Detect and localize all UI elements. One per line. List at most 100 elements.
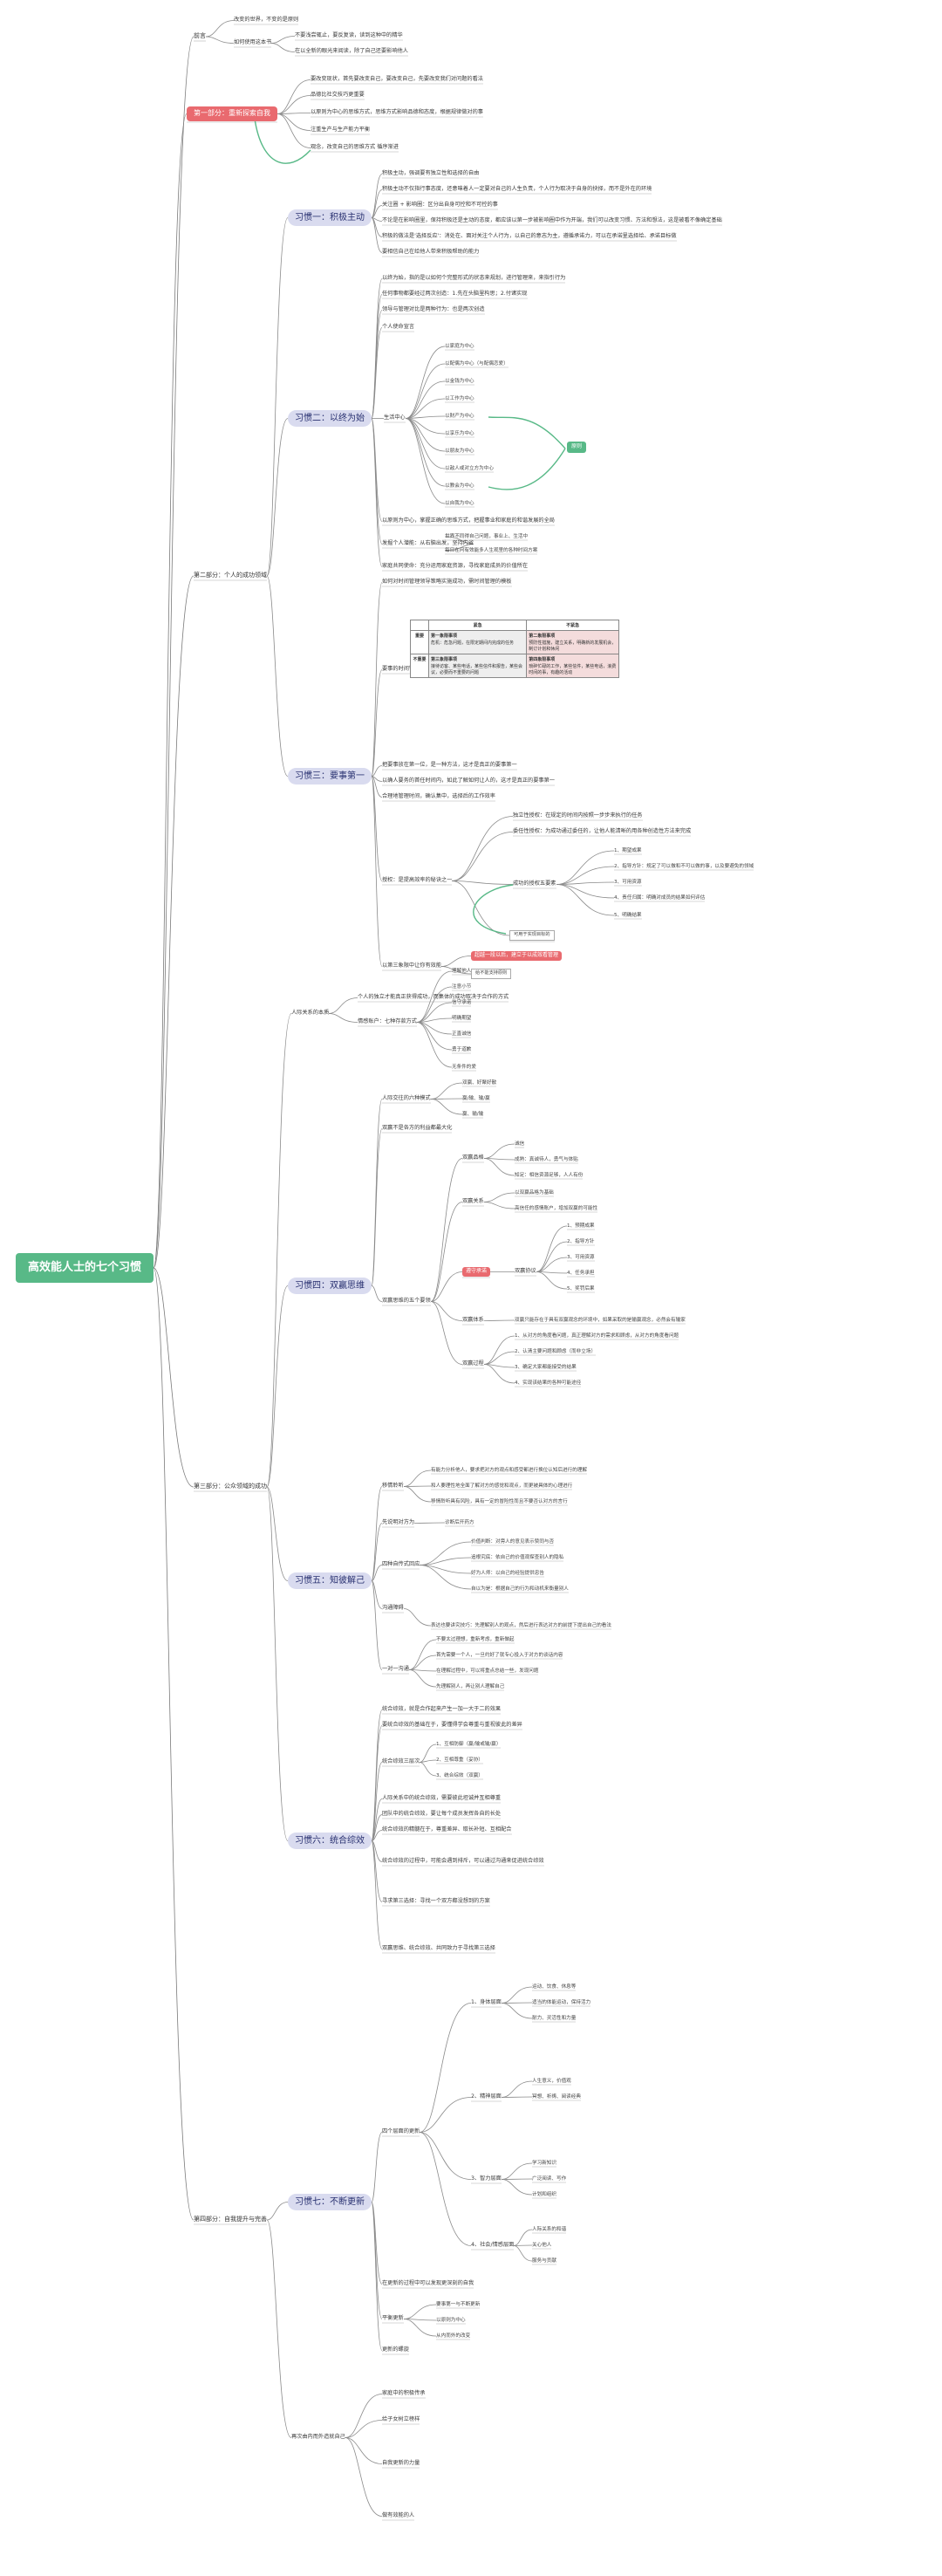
h1-item-0[interactable]: 积极主动，强调要有独立性和选择的自由 bbox=[382, 170, 480, 176]
h6-more-0[interactable]: 人际关系中的统合综效，需要彼此坦诚并互相尊重 bbox=[382, 1795, 502, 1801]
h7-social-0[interactable]: 人际关系的和谐 bbox=[532, 2227, 567, 2232]
h4-proc-0[interactable]: 1、从对方的角度看问题，真正理解对方的需求和顾虑，从对方的角度看问题 bbox=[515, 1333, 679, 1339]
deposit-3[interactable]: 明确期望 bbox=[452, 1016, 472, 1021]
h3-delegate-0[interactable]: 独立性授权：在规定的时间内按照一步步来执行的任务 bbox=[513, 812, 643, 819]
h2-more-sub-1[interactable]: 每日在问有效能多人生观里的各种时间方案 bbox=[445, 548, 538, 553]
h2-principle-tag[interactable]: 原则 bbox=[567, 442, 587, 453]
h7-misc-1[interactable]: 平衡更新 bbox=[382, 2315, 404, 2321]
h3-step-4[interactable]: 5、明确结果 bbox=[614, 913, 642, 918]
h3-step-0[interactable]: 1、期望成果 bbox=[614, 848, 642, 853]
h3-delegate-tag[interactable]: 成功的授权五要素 bbox=[513, 880, 556, 887]
h2-center-label[interactable]: 生活中心 bbox=[384, 414, 406, 421]
h2-more-0[interactable]: 以原则为中心，掌握正确的思维方式，把握事业和家庭的和谐发展的全局 bbox=[382, 517, 555, 524]
h5-two-label[interactable]: 一对一沟通 bbox=[382, 1666, 409, 1672]
h4-char-2[interactable]: 知足：相信资源足够，人人有份 bbox=[515, 1173, 584, 1178]
h5-two-2[interactable]: 在理解过程中，可以将重点总结一些，发现问题 bbox=[436, 1668, 539, 1674]
h5-item-0[interactable]: 沟通障碍 bbox=[382, 1605, 404, 1611]
h2-center-6[interactable]: 以朋友为中心 bbox=[445, 449, 474, 454]
h7-dims-label[interactable]: 四个层面的更新 bbox=[382, 2128, 420, 2134]
h3-delegate-1[interactable]: 委任性授权：为成功通过委任的，让他人能清晰的用各种创造性方法来完成 bbox=[513, 828, 692, 834]
habit1-label[interactable]: 习惯一：积极主动 bbox=[288, 209, 372, 226]
h2-item-2[interactable]: 领导与管理对比是两种行为：也是两次创造 bbox=[382, 306, 485, 312]
h1-item-5[interactable]: 要相信自己在给他人带来积极帮助的能力 bbox=[382, 249, 480, 255]
h5-rx-0[interactable]: 价值判断：对旁人的意见表示赞同与否 bbox=[471, 1539, 555, 1545]
h1-item-3[interactable]: 不论是在影响圈里，保持积极还是主动的态度，都应该以第一步被影响圈中作为开端，我们… bbox=[382, 217, 722, 223]
h2-item-1[interactable]: 任何事物都要经过两次创造：1.先在头脑里构思；2.付诸实现 bbox=[382, 291, 528, 297]
h4-five-label[interactable]: 双赢思维的五个要领 bbox=[382, 1298, 431, 1304]
h3-recall-box[interactable]: 可用于实现目标的 bbox=[509, 930, 555, 941]
intro-sub-0[interactable]: 不要浅尝辄止，要反复读，读到这种中的精华 bbox=[295, 32, 403, 38]
h6-more-3[interactable]: 统合综效的过程中，可能会遇到排斥，可以通过沟通来促进统合综效 bbox=[382, 1858, 544, 1864]
h5-item-2[interactable]: 诊断后开药方 bbox=[445, 1520, 474, 1525]
h5-empathy-2[interactable]: 移情聆听具有风险，具有一定的冒险性而且不要否认对方的言行 bbox=[431, 1499, 568, 1504]
habit7-label[interactable]: 习惯七：不断更新 bbox=[288, 2194, 372, 2210]
h7-body-2[interactable]: 耐力、灵活性和力量 bbox=[532, 2016, 577, 2021]
h5-item-1[interactable]: 先说明对方为 bbox=[382, 1519, 415, 1525]
h7-dim-2[interactable]: 3、智力层面 bbox=[471, 2175, 502, 2182]
h4-agree-2[interactable]: 3、可用资源 bbox=[567, 1255, 595, 1260]
h7-mind-0[interactable]: 学习新知识 bbox=[532, 2161, 556, 2166]
habit6-label[interactable]: 习惯六：统合综效 bbox=[288, 1833, 372, 1849]
h4-agree-label[interactable]: 双赢协议 bbox=[515, 1268, 536, 1274]
h4-five-0[interactable]: 双赢品格 bbox=[462, 1154, 484, 1161]
h7-last-0[interactable]: 要事第一与不断更新 bbox=[436, 2302, 481, 2307]
intro-item-1[interactable]: 如何使用这本书 bbox=[234, 39, 272, 45]
h6-more-2[interactable]: 统合综效的精髓在于，尊重差异、取长补短、互相配合 bbox=[382, 1826, 512, 1833]
h5-empathy-label[interactable]: 移情聆听 bbox=[382, 1483, 404, 1489]
h2-center-8[interactable]: 以教会为中心 bbox=[445, 483, 474, 489]
h5-rx-3[interactable]: 自以为是：根据自己的行为和动机来衡量别人 bbox=[471, 1586, 569, 1592]
h2-center-1[interactable]: 以配偶为中心（与配偶恋爱） bbox=[445, 361, 509, 367]
h7-social-1[interactable]: 关心他人 bbox=[532, 2243, 552, 2248]
h4-agree-4[interactable]: 5、奖罚后果 bbox=[567, 1286, 595, 1291]
h7-mind-1[interactable]: 广泛阅读、写作 bbox=[532, 2176, 567, 2182]
h7-last-2[interactable]: 从内而外的改变 bbox=[436, 2333, 471, 2339]
h2-center-4[interactable]: 以财产为中心 bbox=[445, 414, 474, 419]
h1-item-1[interactable]: 积极主动不仅指行事态度，还意味着人一定要对自己的人生负责，个人行为取决于自身的抉… bbox=[382, 186, 652, 192]
closing-2[interactable]: 自我更新的力量 bbox=[382, 2460, 420, 2466]
habit2-label[interactable]: 习惯二：以终为始 bbox=[288, 410, 372, 427]
h2-center-9[interactable]: 以自我为中心 bbox=[445, 501, 474, 506]
h6-item-4[interactable]: 2、互相尊重（妥协） bbox=[436, 1757, 483, 1763]
h3-step-1[interactable]: 2、指导方针：规定了可以做和不可以做的事，以及要避免的领域 bbox=[614, 864, 754, 869]
h4-pattern-2[interactable]: 赢、输/输 bbox=[462, 1112, 484, 1117]
h6-item-5[interactable]: 3、统合综效（双赢） bbox=[436, 1773, 483, 1778]
h6-more-5[interactable]: 双赢思维、统合综效、共同致力于寻找第三选择 bbox=[382, 1945, 495, 1951]
h2-more-2[interactable]: 家庭共同使命：充分运用家庭资源，寻找家庭成员的价值所在 bbox=[382, 563, 529, 569]
h4-proc-label[interactable]: 双赢过程 bbox=[462, 1360, 484, 1367]
h4-agree-3[interactable]: 4、任务承担 bbox=[567, 1271, 595, 1276]
h7-dim-3[interactable]: 4、社会/情感层面 bbox=[471, 2242, 515, 2248]
h5-empathy-1[interactable]: 和人要理性地全面了解对方的感觉和观点，而更被具体的心理进行 bbox=[431, 1483, 573, 1489]
h3-bottom-0[interactable]: 以第三象限中让你有效能 bbox=[382, 963, 442, 969]
closing-1[interactable]: 给子女树立榜样 bbox=[382, 2416, 420, 2422]
deposit-4[interactable]: 正直诚信 bbox=[452, 1031, 472, 1037]
h5-misc-0[interactable]: 表达也要讲究技巧：先理解别人的观点，然后进行表达对方的前提下提出自己的看法 bbox=[431, 1623, 611, 1628]
intro-item-0[interactable]: 改变的世界，不变的是原则 bbox=[234, 17, 299, 23]
h7-mind-2[interactable]: 计划和组织 bbox=[532, 2192, 556, 2197]
habit3-label[interactable]: 习惯三：要事第一 bbox=[288, 768, 372, 784]
tunnel-sub-0[interactable]: 个人的独立才能真正获得成功，而集体的成功取决于合作的方式 bbox=[358, 994, 509, 1000]
deposit-2[interactable]: 信守承诺 bbox=[452, 1000, 472, 1005]
h6-more-4[interactable]: 寻求第三选择：寻找一个双方都没想到的方案 bbox=[382, 1898, 490, 1904]
deposit-5[interactable]: 勇于道歉 bbox=[452, 1047, 472, 1052]
h3-item-1[interactable]: 以确人要务的首任时间内，如此了解如何让人的，这才是真正的要事第一 bbox=[382, 778, 555, 784]
h4-agree-1[interactable]: 2、指导方针 bbox=[567, 1239, 595, 1244]
deposit-1[interactable]: 注意小节 bbox=[452, 984, 472, 990]
root-node[interactable]: 高效能人士的七个习惯 bbox=[16, 1253, 154, 1284]
part1-label[interactable]: 第一部分：重新探索自我 bbox=[187, 106, 277, 121]
h5-empathy-0[interactable]: 有能力分析他人，要求把对方的观点和感受都进行换位认知后进行的理解 bbox=[431, 1468, 588, 1473]
tunnel-sub-1[interactable]: 情感账户：七种存款方式 bbox=[358, 1018, 418, 1024]
part1-item-2[interactable]: 以原则为中心的思维方式，思维方式影响品德和态度，根据规律做对的事 bbox=[311, 109, 483, 115]
h4-five-1[interactable]: 双赢关系 bbox=[462, 1198, 484, 1204]
h3-step-3[interactable]: 4、责任归属：明确对成员的结果如何评估 bbox=[614, 895, 706, 901]
h6-item-1[interactable]: 要统合综效的基础在于，要懂得学会尊重与重视彼此的差异 bbox=[382, 1722, 522, 1728]
h4-char-0[interactable]: 诚信 bbox=[515, 1141, 525, 1147]
part3-label[interactable]: 第三部分：公众领域的成功 bbox=[194, 1483, 267, 1490]
h2-more-sub-0[interactable]: 世界不同得自己问题，事业上、生活中 bbox=[445, 534, 529, 539]
h4-more[interactable]: 双赢不是各方的利益都最大化 bbox=[382, 1125, 453, 1131]
h3-item-2[interactable]: 合理地管理时间，确认集中，选择后的工作效率 bbox=[382, 793, 495, 799]
part2-label[interactable]: 第二部分：个人的成功领域 bbox=[194, 572, 267, 579]
h4-agree-0[interactable]: 1、预期成果 bbox=[567, 1223, 595, 1229]
h2-center-5[interactable]: 以享乐为中心 bbox=[445, 431, 474, 436]
h4-proc-1[interactable]: 2、认清主要问题和顾虑（而非立场） bbox=[515, 1349, 597, 1354]
h2-more-1[interactable]: 发掘个人潜能：从右脑出发，坚持内省 bbox=[382, 540, 474, 546]
